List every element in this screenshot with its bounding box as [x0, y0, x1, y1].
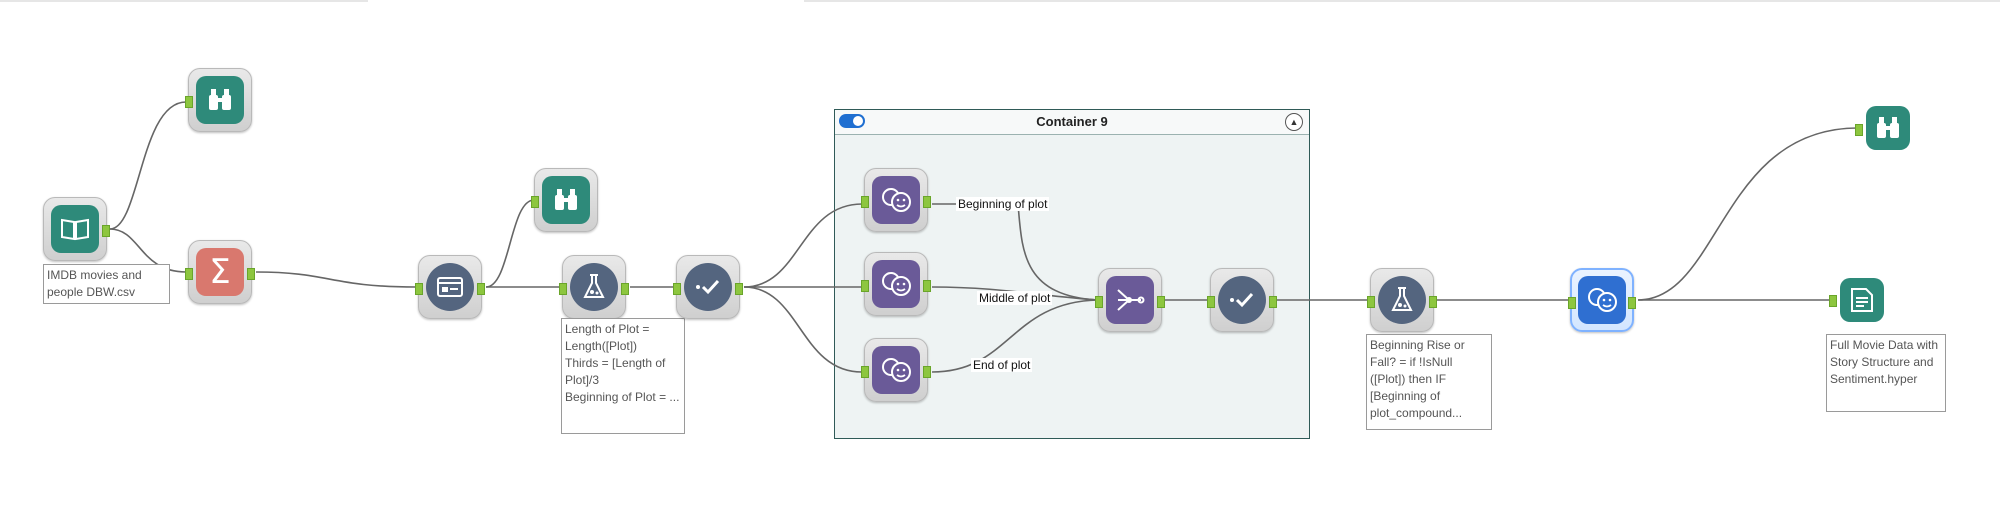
output-data-tool[interactable]	[1838, 276, 1886, 324]
input-anchor[interactable]	[531, 196, 539, 208]
sentiment-faces-icon	[872, 260, 920, 308]
sigma-icon: Σ	[196, 248, 244, 296]
browse-tool[interactable]	[185, 68, 252, 132]
summarize-tool[interactable]: Σ	[185, 240, 255, 304]
formula-tool[interactable]	[1367, 268, 1437, 332]
binoculars-icon	[542, 176, 590, 224]
formula-annotation: Beginning Rise or Fall? = if !IsNull ([P…	[1366, 334, 1492, 430]
formula-tool[interactable]	[559, 255, 629, 319]
sentiment-analysis-tool[interactable]	[861, 168, 931, 232]
output-anchor[interactable]	[923, 280, 931, 292]
output-annotation: Full Movie Data with Story Structure and…	[1826, 334, 1946, 412]
connection-label-beginning: Beginning of plot	[956, 197, 1050, 211]
output-anchor[interactable]	[923, 366, 931, 378]
checkmark-icon	[1218, 276, 1266, 324]
connection-label-middle: Middle of plot	[977, 291, 1053, 305]
flask-icon	[1378, 276, 1426, 324]
wire	[109, 101, 187, 230]
input-data-tool[interactable]	[43, 197, 110, 261]
output-anchor[interactable]	[1269, 296, 1277, 308]
join-multiple-tool[interactable]	[1095, 268, 1165, 332]
input-anchor[interactable]	[185, 96, 193, 108]
output-anchor[interactable]	[1628, 297, 1636, 309]
input-anchor[interactable]	[1568, 297, 1576, 309]
input-annotation: IMDB movies and people DBW.csv	[43, 264, 170, 304]
output-anchor[interactable]	[923, 196, 931, 208]
input-anchor[interactable]	[185, 268, 193, 280]
book-icon	[51, 205, 99, 253]
filter-tool[interactable]	[673, 255, 743, 319]
document-icon	[1840, 278, 1884, 322]
sentiment-faces-icon	[872, 346, 920, 394]
top-scroll-edge	[804, 0, 2000, 2]
input-anchor[interactable]	[861, 196, 869, 208]
output-anchor[interactable]	[735, 283, 743, 295]
wire	[485, 199, 535, 288]
wire	[255, 271, 417, 288]
formula-annotation: Length of Plot = Length([Plot]) Thirds =…	[561, 318, 685, 434]
wire	[743, 203, 863, 288]
input-anchor[interactable]	[861, 366, 869, 378]
binoculars-icon	[196, 76, 244, 124]
binoculars-icon	[1866, 106, 1910, 150]
connection-label-end: End of plot	[971, 358, 1033, 372]
input-anchor[interactable]	[1855, 124, 1863, 136]
sentiment-faces-icon	[1578, 276, 1626, 324]
select-tool[interactable]	[415, 255, 485, 319]
container-enable-toggle[interactable]	[839, 114, 865, 128]
output-anchor[interactable]	[477, 283, 485, 295]
window-icon	[426, 263, 474, 311]
output-anchor[interactable]	[102, 225, 110, 237]
input-anchor[interactable]	[673, 283, 681, 295]
input-anchor[interactable]	[1095, 296, 1103, 308]
input-anchor[interactable]	[1829, 295, 1837, 307]
wire	[1637, 127, 1859, 301]
container-collapse-button[interactable]: ▲	[1285, 113, 1303, 131]
input-anchor[interactable]	[1367, 296, 1375, 308]
output-anchor[interactable]	[1429, 296, 1437, 308]
input-anchor[interactable]	[559, 283, 567, 295]
join-icon	[1106, 276, 1154, 324]
input-anchor[interactable]	[1207, 296, 1215, 308]
input-anchor[interactable]	[415, 283, 423, 295]
sentiment-analysis-tool[interactable]	[861, 338, 931, 402]
wire	[932, 203, 1099, 301]
output-anchor[interactable]	[1157, 296, 1165, 308]
wire	[109, 228, 187, 273]
top-scroll-edge	[0, 0, 368, 2]
filter-tool[interactable]	[1207, 268, 1277, 332]
wire	[931, 299, 1099, 373]
container-header: Container 9 ▲	[835, 110, 1309, 135]
sentiment-analysis-tool-selected[interactable]	[1568, 268, 1636, 332]
sentiment-faces-icon	[872, 176, 920, 224]
browse-tool[interactable]	[531, 168, 598, 232]
browse-tool[interactable]	[1864, 104, 1912, 152]
wire	[743, 286, 863, 373]
output-anchor[interactable]	[621, 283, 629, 295]
container-title: Container 9	[1036, 114, 1108, 129]
output-anchor[interactable]	[247, 268, 255, 280]
sentiment-analysis-tool[interactable]	[861, 252, 931, 316]
flask-icon	[570, 263, 618, 311]
input-anchor[interactable]	[861, 280, 869, 292]
checkmark-icon	[684, 263, 732, 311]
